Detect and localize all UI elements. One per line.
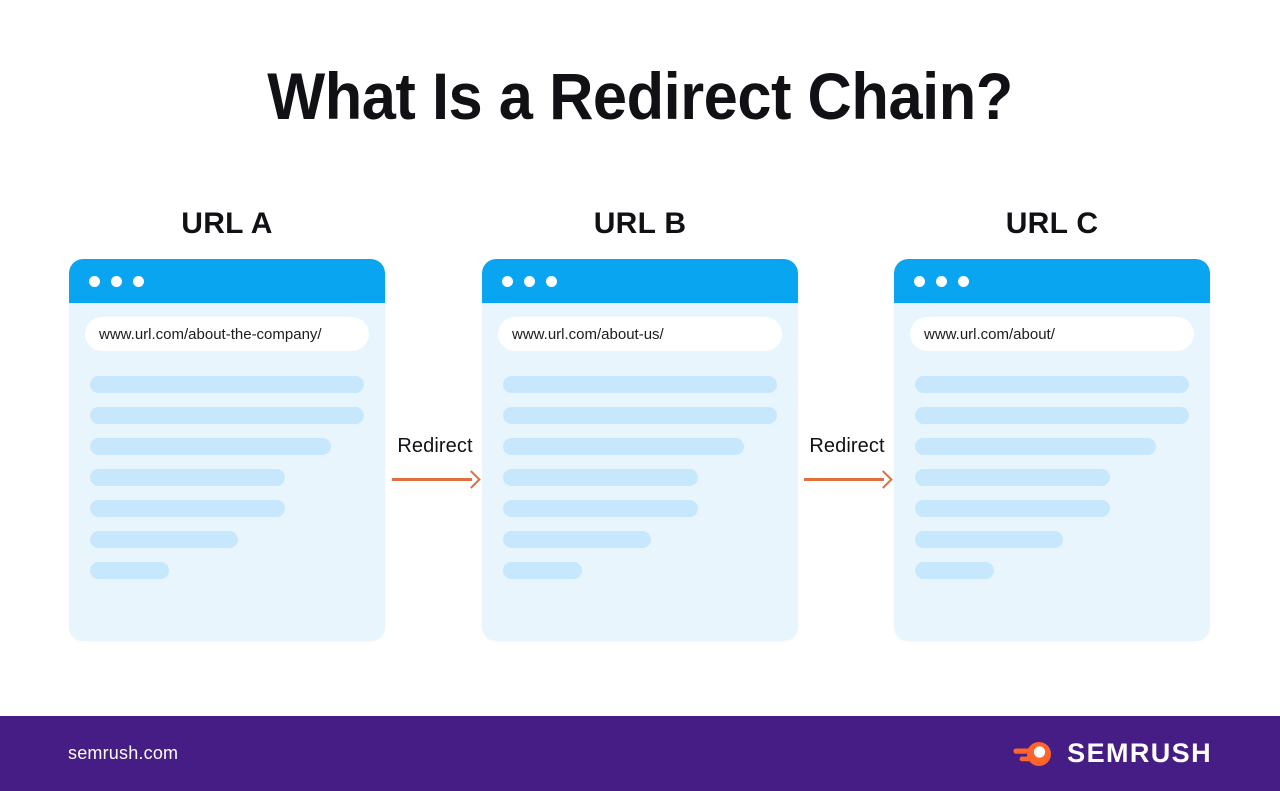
content-line bbox=[915, 562, 995, 579]
redirect-chain-diagram: URL A www.url.com/about-the-company/ bbox=[0, 205, 1280, 665]
browser-titlebar-a bbox=[69, 259, 385, 303]
content-line bbox=[90, 469, 285, 486]
window-dot-icon bbox=[524, 275, 535, 287]
semrush-comet-icon bbox=[1013, 741, 1052, 766]
window-dot-icon bbox=[546, 275, 557, 287]
window-dot-icon bbox=[111, 275, 122, 287]
redirect-label-1: Redirect bbox=[397, 435, 473, 457]
address-bar-b[interactable]: www.url.com/about-us/ bbox=[498, 317, 782, 351]
page-content-placeholder-a bbox=[90, 376, 364, 579]
window-dot-icon bbox=[133, 275, 144, 287]
address-bar-c[interactable]: www.url.com/about/ bbox=[910, 317, 1194, 351]
content-line bbox=[90, 500, 285, 517]
window-dot-icon bbox=[89, 275, 100, 287]
arrow-head bbox=[874, 469, 893, 489]
address-bar-text-c: www.url.com/about/ bbox=[924, 325, 1055, 343]
url-label-a: URL A bbox=[181, 207, 273, 240]
arrow-head bbox=[462, 469, 481, 489]
browser-window-a[interactable]: www.url.com/about-the-company/ bbox=[69, 259, 385, 641]
window-dot-icon bbox=[914, 275, 925, 287]
content-line bbox=[503, 407, 777, 424]
browser-titlebar-b bbox=[482, 259, 798, 303]
content-line bbox=[90, 562, 170, 579]
redirect-connector-2: Redirect bbox=[787, 435, 907, 489]
browser-titlebar-c bbox=[894, 259, 1210, 303]
content-line bbox=[915, 438, 1157, 455]
address-bar-text-a: www.url.com/about-the-company/ bbox=[99, 325, 322, 343]
content-line bbox=[90, 531, 238, 548]
content-line bbox=[503, 376, 777, 393]
url-label-c: URL C bbox=[1005, 207, 1099, 240]
content-line bbox=[915, 500, 1110, 517]
redirect-step-b: URL B www.url.com/about-us/ bbox=[482, 205, 798, 641]
content-line bbox=[503, 531, 651, 548]
url-label-b: URL B bbox=[593, 207, 687, 240]
address-bar-a[interactable]: www.url.com/about-the-company/ bbox=[85, 317, 369, 351]
browser-window-c[interactable]: www.url.com/about/ bbox=[894, 259, 1210, 641]
arrow-shaft bbox=[392, 478, 472, 481]
content-line bbox=[915, 376, 1189, 393]
page-title: What Is a Redirect Chain? bbox=[267, 59, 1013, 133]
content-line bbox=[503, 562, 583, 579]
content-line bbox=[90, 376, 364, 393]
content-line bbox=[90, 407, 364, 424]
window-dot-icon bbox=[502, 275, 513, 287]
window-dot-icon bbox=[958, 275, 969, 287]
footer-bar: semrush.com SEMRUSH bbox=[0, 716, 1280, 791]
page-content-placeholder-c bbox=[915, 376, 1189, 579]
address-bar-text-b: www.url.com/about-us/ bbox=[512, 325, 664, 343]
content-line bbox=[503, 500, 698, 517]
content-line bbox=[503, 438, 745, 455]
content-line bbox=[915, 407, 1189, 424]
redirect-step-c: URL C www.url.com/about/ bbox=[894, 205, 1210, 641]
arrow-shaft bbox=[804, 478, 884, 481]
content-line bbox=[915, 469, 1110, 486]
window-dot-icon bbox=[936, 275, 947, 287]
content-line bbox=[90, 438, 332, 455]
redirect-label-2: Redirect bbox=[809, 435, 885, 457]
semrush-wordmark: SEMRUSH bbox=[1067, 738, 1212, 768]
arrow-right-icon bbox=[804, 469, 893, 489]
content-line bbox=[915, 531, 1063, 548]
arrow-right-icon bbox=[392, 469, 481, 489]
footer-site-url: semrush.com bbox=[68, 743, 179, 763]
redirect-step-a: URL A www.url.com/about-the-company/ bbox=[69, 205, 385, 641]
redirect-connector-1: Redirect bbox=[375, 435, 495, 489]
page-content-placeholder-b bbox=[503, 376, 777, 579]
semrush-logo: SEMRUSH bbox=[1012, 738, 1212, 769]
content-line bbox=[503, 469, 698, 486]
browser-window-b[interactable]: www.url.com/about-us/ bbox=[482, 259, 798, 641]
